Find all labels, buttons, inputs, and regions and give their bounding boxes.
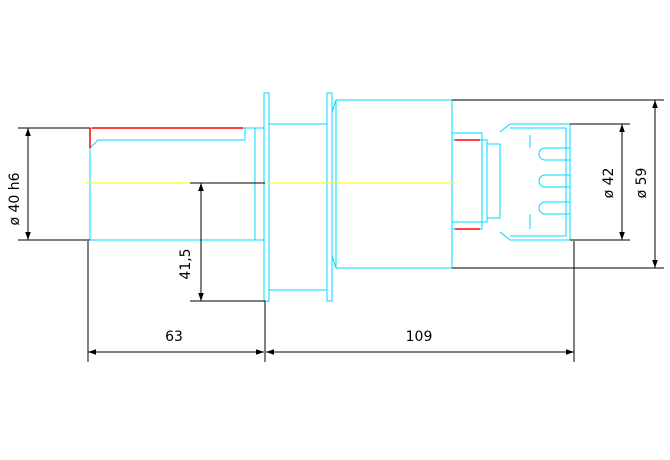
collet-nut-outline bbox=[451, 123, 571, 241]
body-outline bbox=[331, 99, 453, 269]
dim-body-length: 109 bbox=[406, 329, 433, 345]
tool-holder-outline bbox=[89, 92, 571, 302]
dim-body-diameter: ø 59 bbox=[634, 168, 650, 199]
shank-outline bbox=[89, 127, 256, 241]
dim-shank-length: 63 bbox=[165, 329, 183, 345]
dim-shank-diameter: ø 40 h6 bbox=[7, 172, 23, 225]
dim-collet-diameter: ø 42 bbox=[601, 168, 617, 199]
highlight-lines bbox=[89, 127, 480, 230]
dimension-lines bbox=[18, 99, 664, 362]
flange-outline bbox=[255, 92, 333, 302]
dim-center-height: 41,5 bbox=[178, 248, 194, 279]
